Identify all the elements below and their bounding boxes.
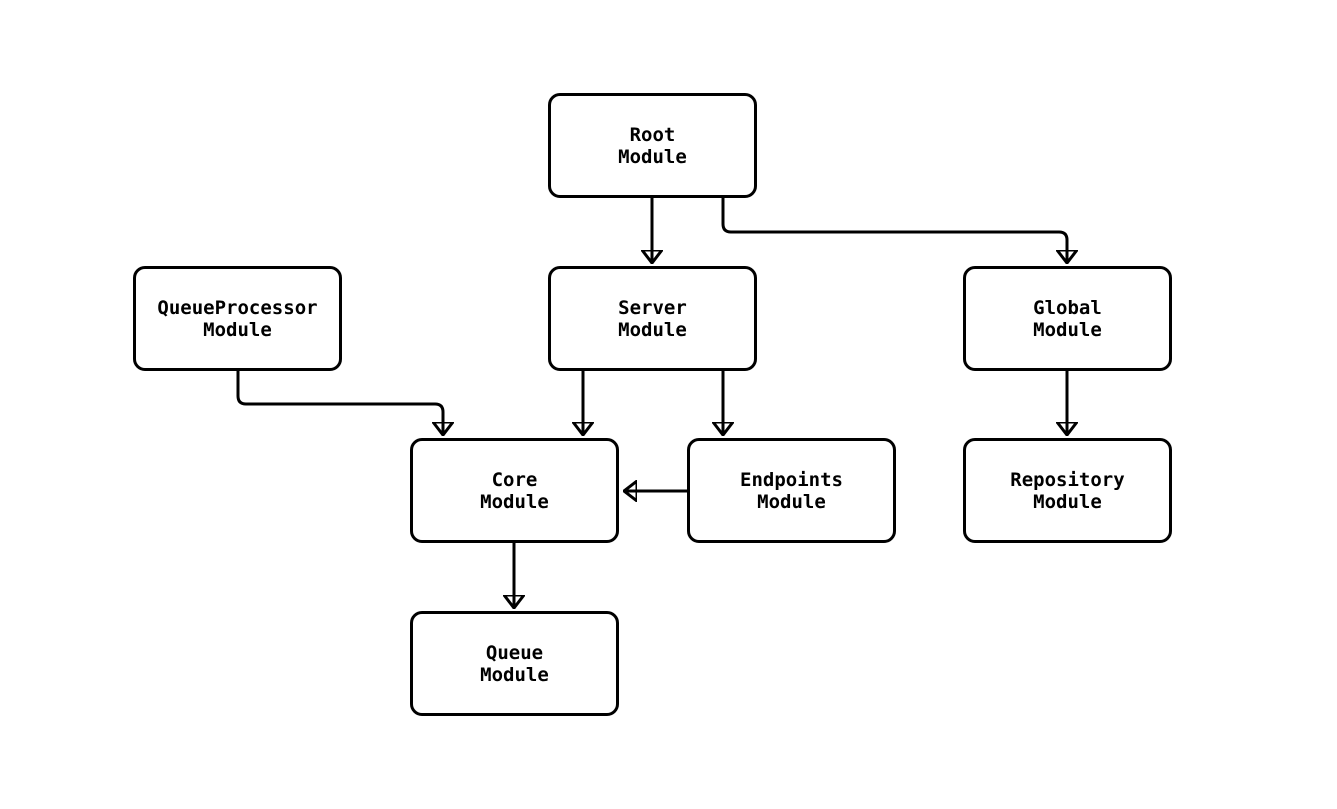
node-global-module: Global Module [963,266,1172,371]
node-queueprocessor-module: QueueProcessor Module [133,266,342,371]
node-core-module: Core Module [410,438,619,543]
node-endpoints-module: Endpoints Module [687,438,896,543]
node-queue-module: Queue Module [410,611,619,716]
edge-root-to-global [721,198,1067,263]
node-server-module: Server Module [548,266,757,371]
node-root-module: Root Module [548,93,757,198]
node-repository-module: Repository Module [963,438,1172,543]
edge-queueprocessor-to-core [236,371,443,435]
